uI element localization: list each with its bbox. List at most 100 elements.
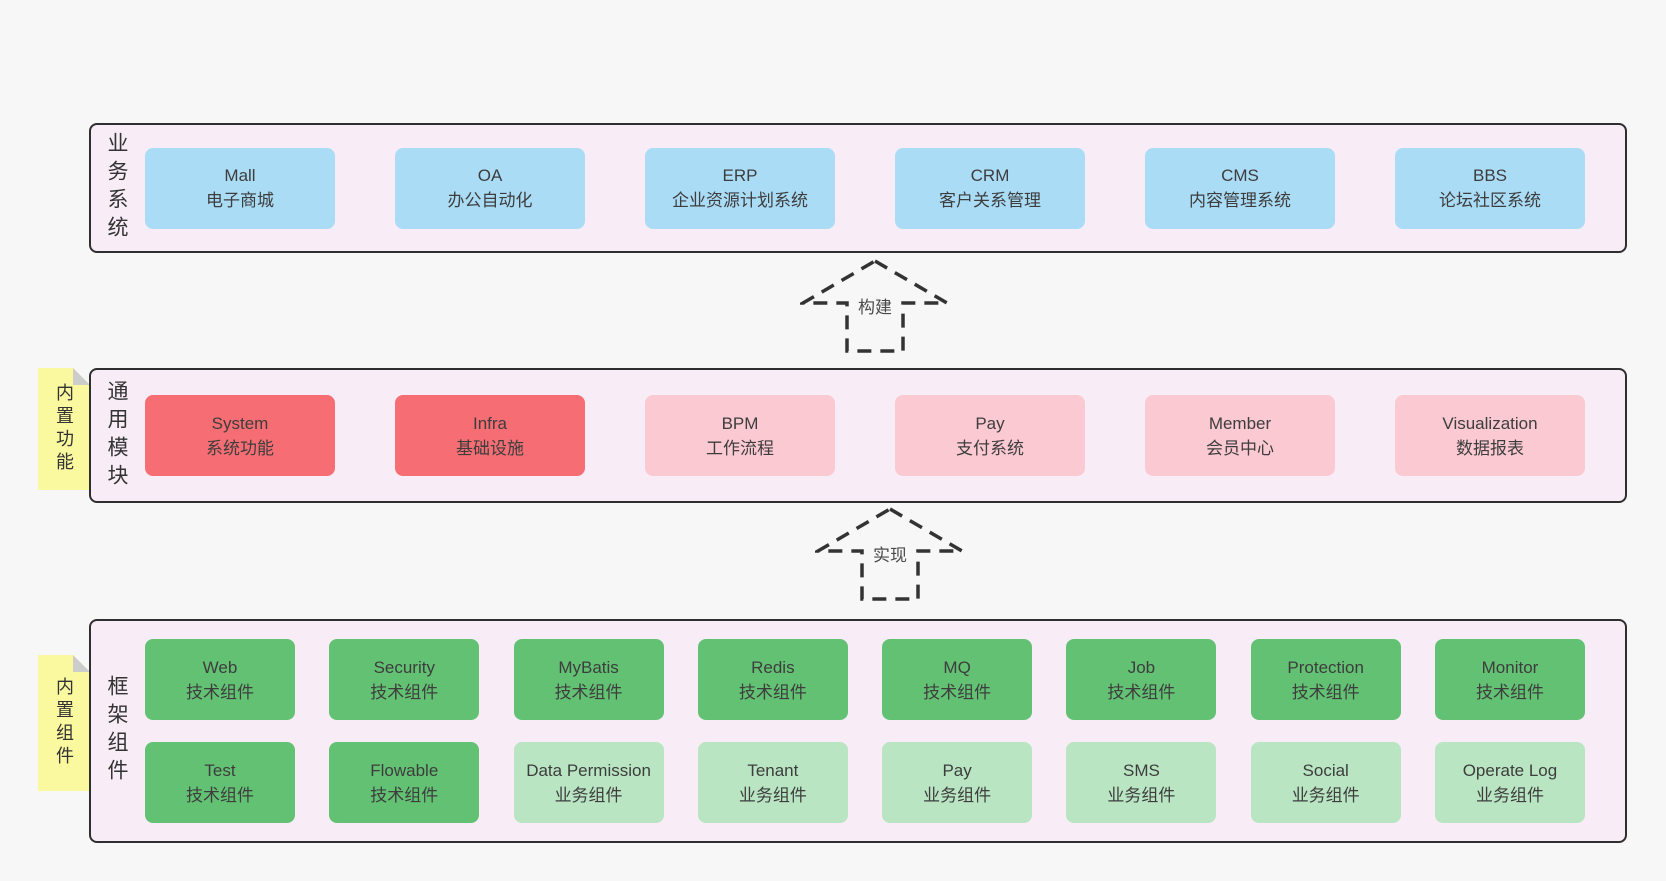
module-name-zh: 技术组件 [1475, 682, 1544, 702]
band-rows: System 系统功能 Infra 基础设施 BPM 工作流程 Pay 支付系统 Member 会… [145, 370, 1585, 501]
module-box-system: System 系统功能 [145, 395, 335, 476]
module-name-zh: 技术组件 [1107, 682, 1176, 702]
module-name-zh: 支付系统 [956, 438, 1024, 458]
module-name-en: OA [477, 166, 503, 185]
band-business-systems: 业务系统 Mall 电子商城 OA 办公自动化 ERP 企业资源计划系统 CRM 客户关系管理… [89, 123, 1627, 253]
module-box-erp: ERP 企业资源计划系统 [645, 147, 835, 229]
module-box-member: Member 会员中心 [1145, 395, 1335, 476]
module-name-en: Operate Log [1462, 760, 1558, 780]
module-name-zh: 业务组件 [554, 785, 623, 805]
module-name-zh: 业务组件 [1291, 785, 1360, 805]
module-box-pay: Pay 支付系统 [895, 395, 1085, 476]
dashed-up-arrow-icon: 构建 [800, 258, 950, 354]
module-box-security: Security 技术组件 [329, 639, 480, 720]
module-name-zh: 系统功能 [206, 438, 274, 458]
module-box-oa: OA 办公自动化 [395, 147, 585, 229]
module-row: System 系统功能 Infra 基础设施 BPM 工作流程 Pay 支付系统 Member 会… [145, 395, 1585, 476]
sticky-tag-builtin-features: 内置功能 [38, 368, 90, 490]
module-row: Mall 电子商城 OA 办公自动化 ERP 企业资源计划系统 CRM 客户关系管理 CMS 内容… [145, 147, 1585, 229]
band-rows: Mall 电子商城 OA 办公自动化 ERP 企业资源计划系统 CRM 客户关系管理 CMS 内容… [145, 125, 1585, 251]
module-box-operate-log: Operate Log 业务组件 [1434, 742, 1585, 823]
module-name-en: Job [1127, 657, 1156, 677]
module-box-visualization: Visualization 数据报表 [1395, 395, 1585, 476]
module-name-en: BBS [1472, 166, 1508, 185]
module-name-zh: 业务组件 [1107, 785, 1176, 805]
module-name-en: CRM [970, 166, 1010, 185]
module-name-zh: 电子商城 [206, 191, 274, 210]
module-name-zh: 业务组件 [1475, 785, 1544, 805]
module-name-en: Redis [751, 657, 795, 677]
module-name-en: Pay [942, 760, 972, 780]
module-name-en: Member [1208, 413, 1272, 433]
module-name-en: System [211, 413, 269, 433]
module-name-zh: 业务组件 [923, 785, 992, 805]
module-name-zh: 客户关系管理 [939, 191, 1041, 210]
module-name-en: Mall [224, 166, 256, 185]
module-name-en: Data Permission [526, 760, 651, 780]
module-name-zh: 技术组件 [1291, 682, 1360, 702]
module-box-monitor: Monitor 技术组件 [1434, 639, 1585, 720]
module-box-sms: SMS 业务组件 [1066, 742, 1217, 823]
module-box-bbs: BBS 论坛社区系统 [1395, 147, 1585, 229]
module-name-zh: 办公自动化 [447, 191, 533, 210]
module-name-zh: 会员中心 [1206, 438, 1274, 458]
module-name-zh: 工作流程 [706, 438, 774, 458]
module-name-en: Monitor [1481, 657, 1539, 677]
module-name-zh: 技术组件 [370, 682, 439, 702]
module-name-en: Pay [975, 413, 1005, 433]
module-name-en: Web [202, 657, 238, 677]
module-name-zh: 技术组件 [738, 682, 807, 702]
module-name-zh: 企业资源计划系统 [672, 191, 808, 210]
module-name-en: Test [204, 760, 236, 780]
module-name-en: Social [1302, 760, 1349, 780]
sticky-tag-builtin-components: 内置组件 [38, 655, 90, 791]
module-name-zh: 业务组件 [738, 785, 807, 805]
module-name-zh: 基础设施 [456, 438, 524, 458]
band-title: 业务系统 [105, 132, 128, 244]
band-title: 框架组件 [105, 675, 128, 787]
arrow-label-build: 构建 [855, 292, 895, 319]
module-box-redis: Redis 技术组件 [697, 639, 848, 720]
module-box-data-permission: Data Permission 业务组件 [513, 742, 664, 823]
module-name-en: SMS [1122, 760, 1160, 780]
module-name-en: Protection [1287, 657, 1364, 677]
module-name-zh: 论坛社区系统 [1439, 191, 1541, 210]
module-box-job: Job 技术组件 [1066, 639, 1217, 720]
module-box-mall: Mall 电子商城 [145, 147, 335, 229]
module-box-mq: MQ 技术组件 [882, 639, 1033, 720]
module-box-pay: Pay 业务组件 [882, 742, 1033, 823]
module-name-en: Tenant [747, 760, 799, 780]
module-name-en: Security [373, 657, 435, 677]
module-box-social: Social 业务组件 [1250, 742, 1401, 823]
module-box-flowable: Flowable 技术组件 [329, 742, 480, 823]
module-box-bpm: BPM 工作流程 [645, 395, 835, 476]
module-box-protection: Protection 技术组件 [1250, 639, 1401, 720]
dashed-up-arrow-icon: 实现 [815, 506, 965, 602]
module-name-zh: 技术组件 [923, 682, 992, 702]
sticky-tag-label: 内置功能 [54, 383, 74, 475]
module-name-en: MQ [943, 657, 971, 677]
module-name-zh: 技术组件 [370, 785, 439, 805]
module-name-en: Flowable [370, 760, 439, 780]
module-box-cms: CMS 内容管理系统 [1145, 147, 1335, 229]
module-name-en: Visualization [1442, 413, 1538, 433]
module-name-en: MyBatis [558, 657, 619, 677]
module-name-zh: 内容管理系统 [1189, 191, 1291, 210]
module-name-en: Infra [472, 413, 508, 433]
module-box-crm: CRM 客户关系管理 [895, 147, 1085, 229]
module-name-en: ERP [722, 166, 758, 185]
module-name-zh: 数据报表 [1456, 438, 1524, 458]
module-name-en: CMS [1221, 166, 1259, 185]
module-box-tenant: Tenant 业务组件 [697, 742, 848, 823]
module-name-en: BPM [721, 413, 759, 433]
module-name-zh: 技术组件 [554, 682, 623, 702]
arrow-label-implement: 实现 [870, 540, 910, 567]
